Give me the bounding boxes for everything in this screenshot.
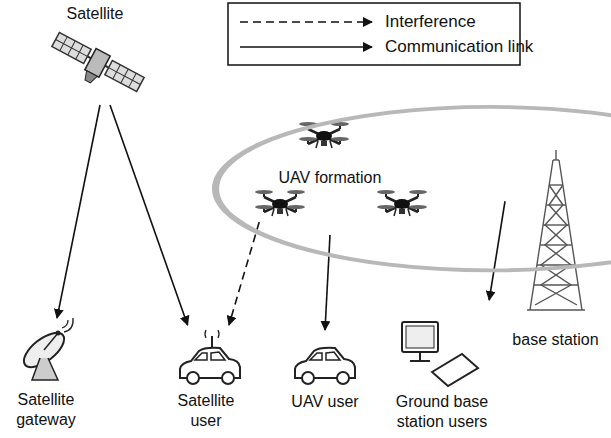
satellite-icon — [45, 30, 145, 104]
antenna-icon — [205, 330, 219, 348]
node-label: UAV user — [280, 392, 370, 412]
car-icon — [180, 348, 240, 384]
formation-ellipse: UAV formation — [212, 105, 448, 235]
car-icon — [295, 348, 355, 384]
ground-user-node: Ground base station users — [383, 300, 501, 436]
node-label: Ground base station users — [383, 392, 501, 432]
satellite-node: Satellite — [45, 4, 145, 105]
uav-user-node: UAV user — [280, 330, 370, 414]
legend-label: Communication link — [385, 37, 533, 57]
base-station-node: base station — [505, 150, 606, 355]
computer-icon — [402, 322, 478, 386]
node-label: Satellite — [45, 4, 145, 24]
satellite-user-node: Satellite user — [160, 325, 252, 436]
tower-icon — [527, 150, 585, 310]
link-arrow — [325, 235, 330, 330]
drone-icon — [377, 190, 427, 216]
drone-icon — [255, 190, 305, 216]
interference-arrow — [229, 222, 259, 325]
interference-sample — [240, 21, 372, 23]
node-label: UAV formation — [212, 168, 448, 188]
gateway-dish-icon — [18, 318, 73, 380]
node-label: Satellite gateway — [0, 390, 92, 430]
node-label: Satellite user — [160, 391, 252, 431]
link-sample — [240, 46, 372, 48]
legend-label: Interference — [385, 12, 476, 32]
link-arrow — [489, 201, 505, 300]
node-label: base station — [505, 330, 606, 350]
link-arrow — [110, 105, 188, 325]
link-arrow — [57, 105, 100, 318]
gateway-node: Satellite gateway — [0, 318, 92, 436]
